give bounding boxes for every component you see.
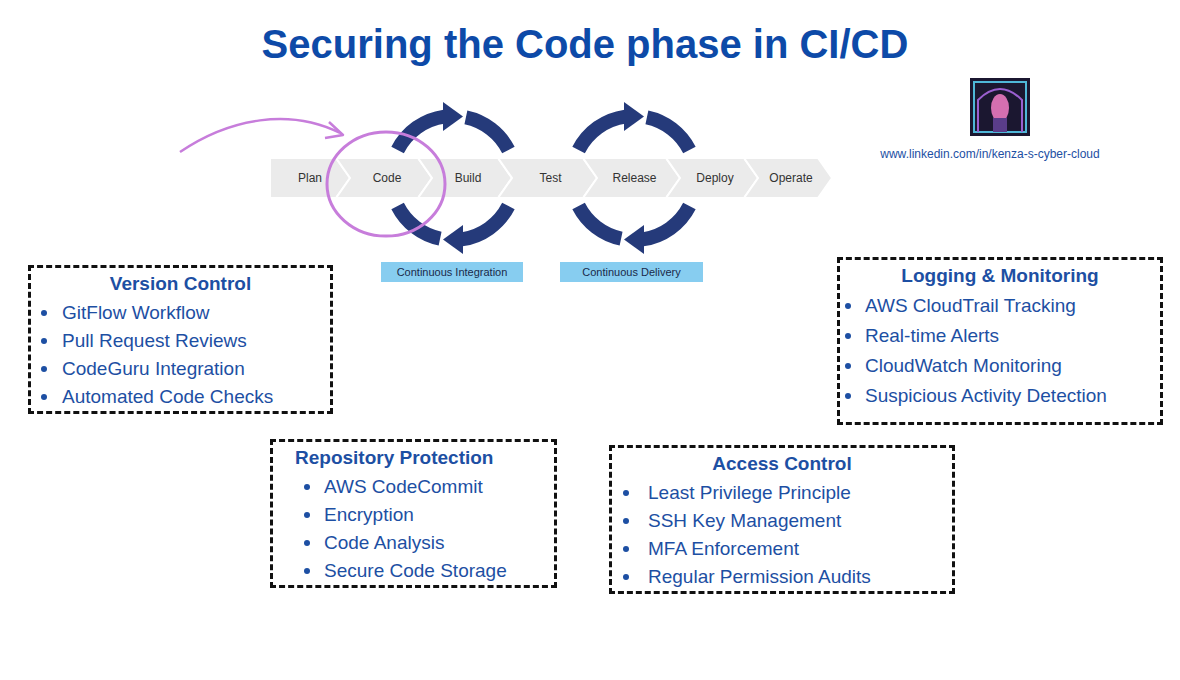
bullet-item: Automated Code Checks [31, 383, 320, 411]
pointer-curve [180, 119, 340, 152]
loop-arc [579, 206, 622, 239]
bullet-item: Suspicious Activity Detection [840, 381, 1150, 411]
phase-name: Continuous Delivery [582, 266, 680, 278]
pipeline-stage: Test [498, 158, 597, 198]
chevron-fill [583, 158, 680, 198]
loop-arc [466, 117, 509, 150]
phase-tag: Continuous Integration [381, 262, 523, 282]
bullet-item: MFA Enforcement [612, 535, 942, 563]
title: Securing the Code phase in CI/CD [0, 22, 1170, 67]
logo-frame [970, 78, 1030, 136]
bullet-item: GitFlow Workflow [31, 299, 320, 327]
pipeline-stage: Deploy [666, 158, 758, 198]
stage-name: Code [373, 171, 402, 185]
box-heading: Version Control [31, 271, 320, 297]
phase-tag: Continuous Delivery [560, 262, 703, 282]
chevron-fill [270, 158, 350, 198]
stage-name: Test [539, 171, 561, 185]
bullet-item: Secure Code Storage [273, 557, 544, 585]
link-label: www.linkedin.com/in/kenza-s-cyber-cloud [880, 147, 1099, 161]
bullet-item: Encryption [273, 501, 544, 529]
stage-name: Build [455, 171, 482, 185]
chevron-fill [498, 158, 597, 198]
bullet-item: Real-time Alerts [840, 321, 1150, 351]
chevron-fill [336, 158, 432, 198]
logo-figure [993, 118, 1007, 132]
bullet-item: CodeGuru Integration [31, 355, 320, 383]
pipeline-stage: Code [336, 158, 432, 198]
practice-box: Repository ProtectionAWS CodeCommitEncry… [270, 439, 557, 588]
bullet-item: Least Privilege Principle [612, 479, 942, 507]
bullet-item: AWS CloudTrail Tracking [840, 291, 1150, 321]
bullet-item: SSH Key Management [612, 507, 942, 535]
loop-arc [398, 117, 445, 150]
stage-name: Operate [769, 171, 812, 185]
bullet-item: CloudWatch Monitoring [840, 351, 1150, 381]
pointer-head [325, 122, 343, 138]
practice-box: Version ControlGitFlow WorkflowPull Requ… [28, 265, 333, 414]
loop-arrowhead [624, 102, 644, 131]
phase-name: Continuous Integration [397, 266, 508, 278]
pipeline-stage: Plan [270, 158, 350, 198]
loop-arc [398, 206, 441, 239]
loop-arrowhead [443, 225, 463, 254]
practice-box: Access ControlLeast Privilege PrincipleS… [609, 445, 955, 594]
bullet-item: Code Analysis [273, 529, 544, 557]
chevron-fill [418, 158, 512, 198]
chevron-fill [744, 158, 832, 198]
box-heading: Access Control [612, 451, 942, 477]
logo-border [974, 82, 1026, 132]
box-heading: Repository Protection [273, 445, 544, 471]
stage-name: Release [612, 171, 656, 185]
stage-name: Deploy [696, 171, 733, 185]
bullet-item: Pull Request Reviews [31, 327, 320, 355]
loop-arc [579, 117, 626, 150]
practice-box: Logging & MonitoringAWS CloudTrail Track… [837, 257, 1163, 425]
pipeline-stage: Operate [744, 158, 832, 198]
logo-arch [978, 89, 1022, 132]
bullet-item: Regular Permission Audits [612, 563, 942, 591]
loop-arrowhead [443, 102, 463, 131]
logo-figure [991, 94, 1009, 122]
loop-arrowhead [624, 225, 644, 254]
pipeline-stage: Release [583, 158, 680, 198]
logo [970, 78, 1030, 136]
bullet-item: AWS CodeCommit [273, 473, 544, 501]
loop-arc [647, 117, 690, 150]
loop-arc [643, 206, 690, 239]
chevron-fill [666, 158, 758, 198]
pipeline-stage: Build [418, 158, 512, 198]
box-heading: Logging & Monitoring [840, 263, 1150, 289]
loop-arc [462, 206, 509, 239]
stage-name: Plan [298, 171, 322, 185]
